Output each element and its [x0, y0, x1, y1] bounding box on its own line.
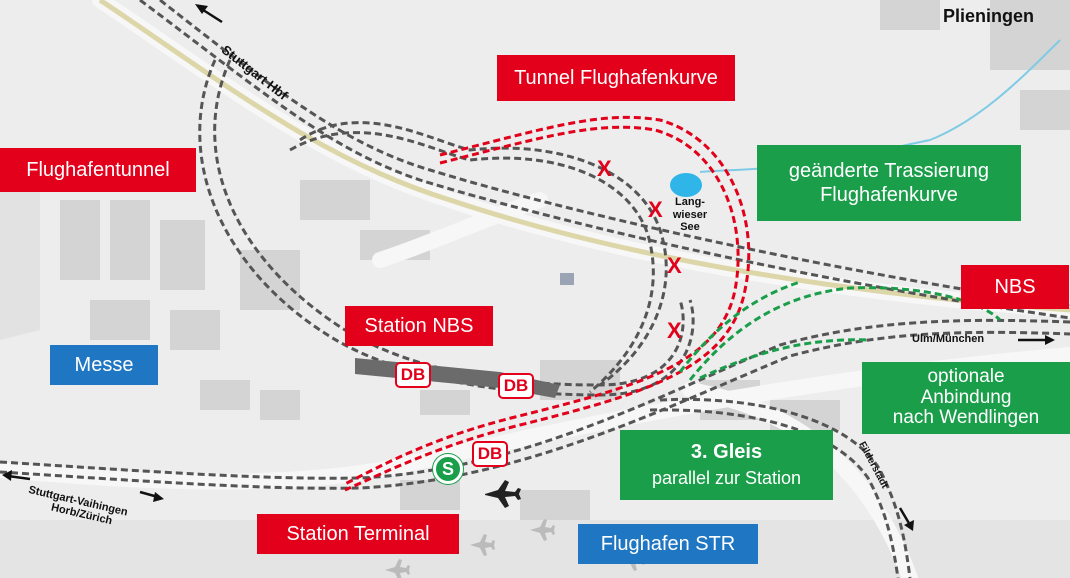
lake-label-line3: See	[680, 221, 700, 234]
label-3-gleis: 3. Gleis parallel zur Station	[620, 430, 833, 500]
label-geaenderte-trassierung: geänderte Trassierung Flughafenkurve	[757, 145, 1021, 221]
label-optional-line3: nach Wendlingen	[892, 407, 1040, 429]
label-trassierung-line2: Flughafenkurve	[820, 184, 958, 206]
label-messe: Messe	[50, 345, 158, 385]
cross-mark-icon: X	[648, 197, 663, 222]
lake-label: Lang- wieser See	[665, 196, 715, 234]
lake-label-line2: wieser	[672, 208, 708, 221]
arrow-icon	[2, 4, 1055, 531]
db-logo-icon: DB	[395, 362, 431, 388]
label-tunnel-flughafenkurve: Tunnel Flughafenkurve	[497, 55, 735, 101]
label-gleis-line1: 3. Gleis	[690, 441, 763, 464]
label-station-terminal: Station Terminal	[257, 514, 459, 554]
label-optionale-anbindung: optionale Anbindung nach Wendlingen	[862, 362, 1070, 434]
cross-mark-icon: X	[667, 318, 682, 343]
db-logo-icon: DB	[498, 373, 534, 399]
label-flughafen-str: Flughafen STR	[578, 524, 758, 564]
db-logo-icon: DB	[472, 441, 508, 467]
label-optional-line1: optionale	[927, 365, 1005, 387]
cross-mark-icon: X	[597, 156, 612, 181]
lake-label-line1: Lang-	[675, 196, 705, 208]
direction-ulm-muenchen: Ulm/München	[912, 333, 985, 345]
lake-shape	[670, 173, 702, 197]
label-flughafentunnel: Flughafentunnel	[0, 148, 196, 192]
label-gleis-line2: parallel zur Station	[651, 468, 802, 489]
airplane-icon	[485, 480, 521, 508]
label-trassierung-line1: geänderte Trassierung	[788, 160, 990, 182]
new-tracks-red	[344, 115, 751, 492]
label-nbs: NBS	[961, 265, 1069, 309]
parking-sign-icon	[560, 273, 574, 285]
label-station-nbs: Station NBS	[345, 306, 493, 346]
label-optional-line2: Anbindung	[920, 386, 1012, 408]
place-plieningen: Plieningen	[943, 6, 1035, 26]
cross-mark-icon: X	[667, 253, 682, 278]
sbahn-logo-icon: S	[433, 454, 463, 484]
